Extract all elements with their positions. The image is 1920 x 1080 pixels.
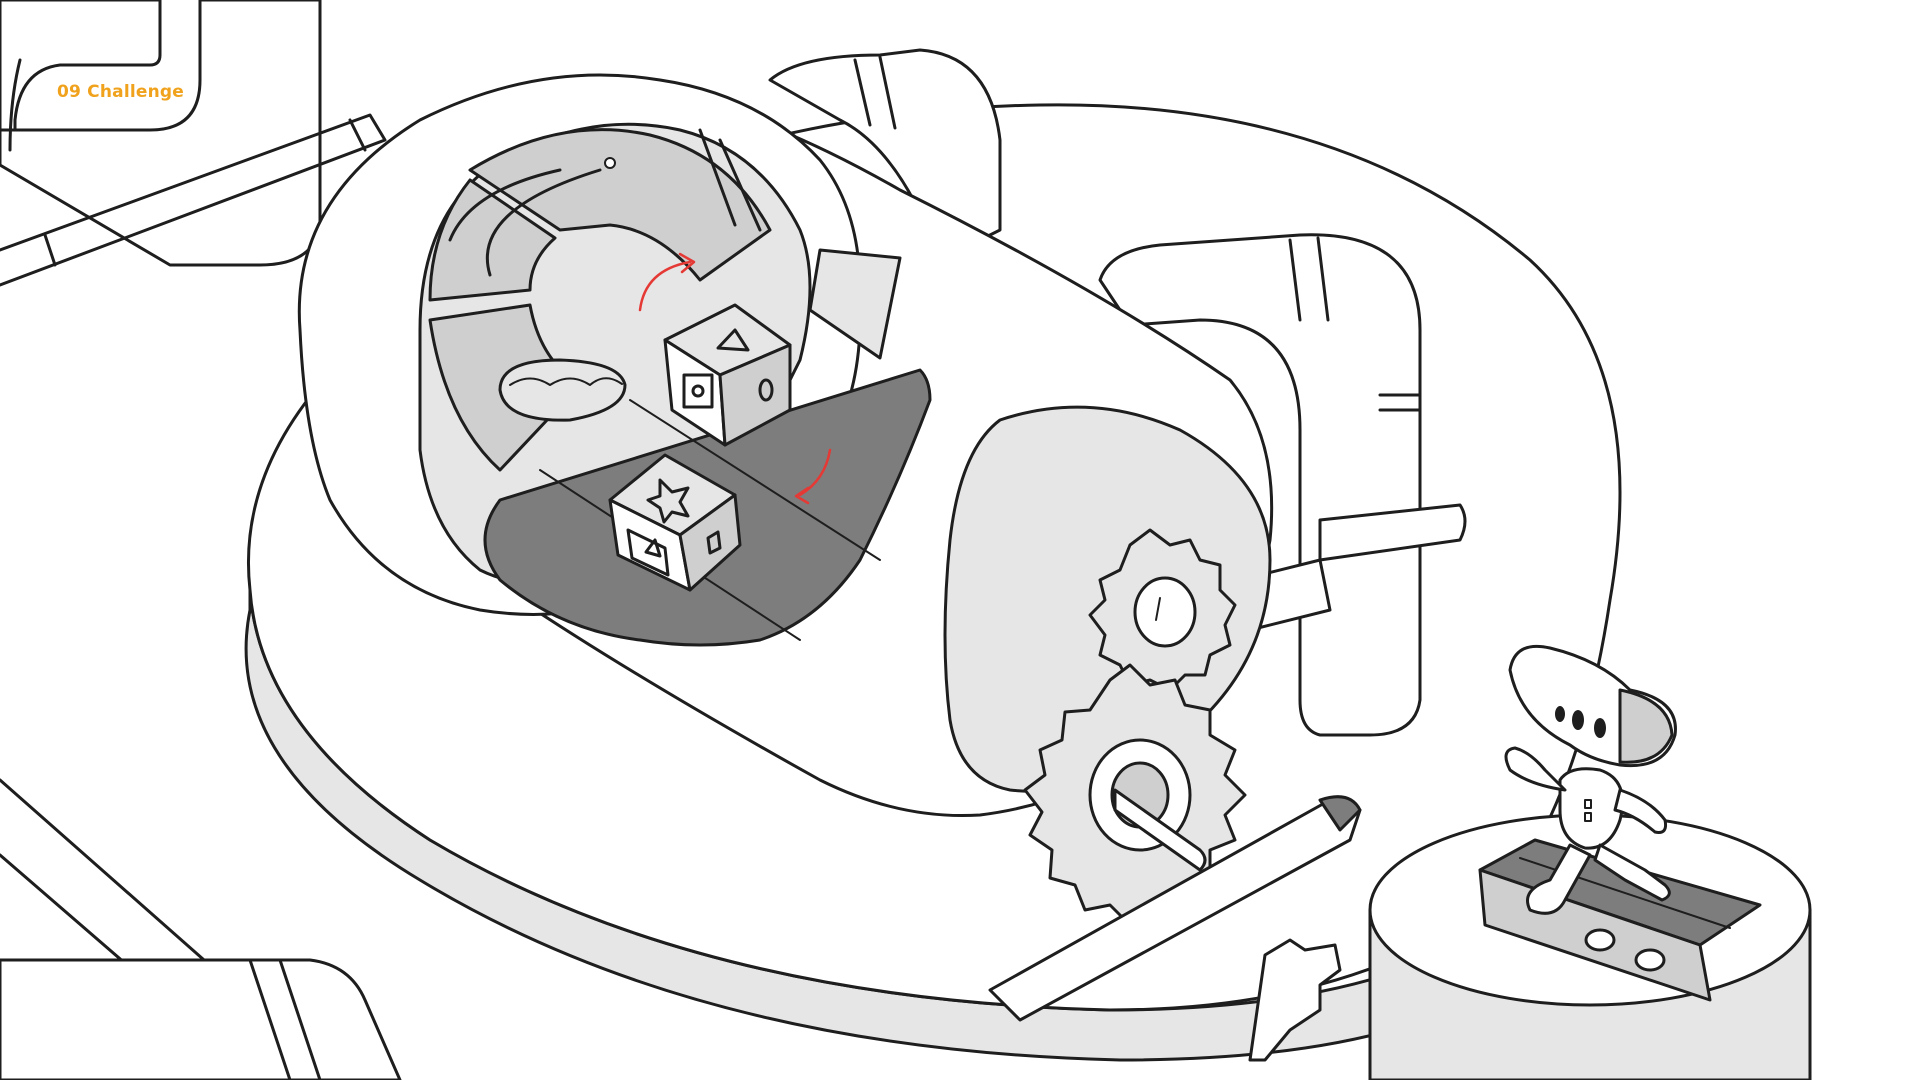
triangle-shape — [644, 538, 662, 558]
right-pipe — [1098, 233, 1467, 737]
star-shape — [646, 478, 690, 524]
rotate-arrow-icon — [638, 252, 832, 505]
triangle-shape — [716, 328, 750, 352]
cube-bottom — [608, 453, 742, 592]
cube-top — [663, 303, 792, 447]
upper-back-pipe — [768, 48, 1002, 262]
square-shape — [682, 373, 714, 409]
left-pipes — [0, 0, 402, 1080]
challenge-label: 09 Challenge — [57, 82, 185, 102]
pedestal — [1248, 813, 1812, 1080]
robot-character — [1504, 644, 1677, 915]
circle-shape — [691, 384, 705, 398]
gear-icon — [988, 528, 1362, 1022]
